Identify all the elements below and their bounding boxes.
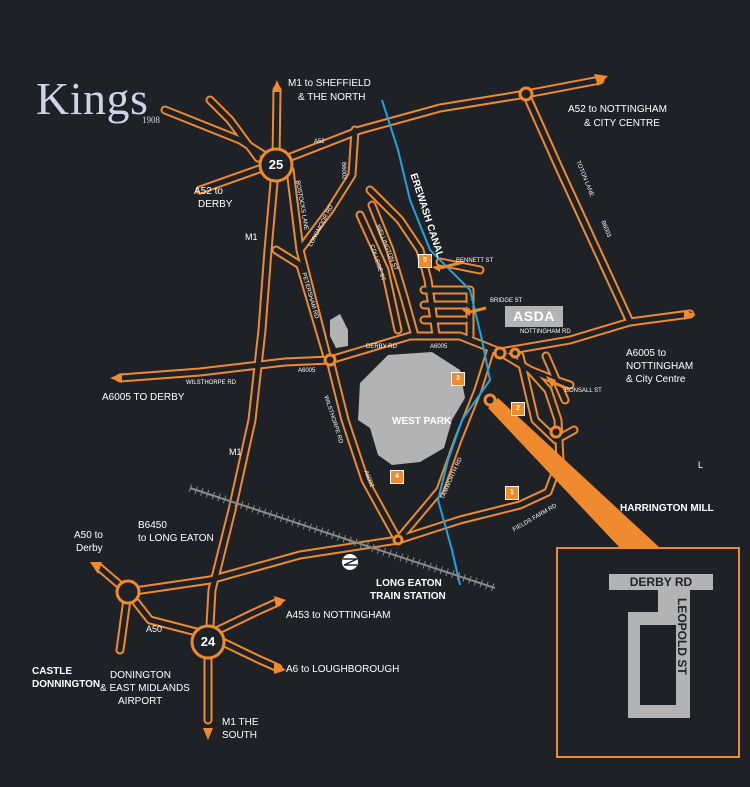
small-park-area bbox=[330, 314, 348, 348]
junction-25-roundabout bbox=[258, 147, 294, 183]
junction-25-label: 25 bbox=[268, 157, 284, 172]
a52-road-label: A52 bbox=[314, 139, 325, 145]
arrow-bonsall-icon bbox=[546, 376, 556, 388]
west-park-area bbox=[358, 352, 465, 465]
roundabout-tamworth bbox=[483, 393, 497, 407]
arrow-east-icon-a6 bbox=[274, 662, 286, 674]
marker-5: 5 bbox=[418, 254, 432, 268]
derby-label: DERBY bbox=[198, 199, 233, 210]
derby-rd-label: DERBY RD bbox=[366, 344, 397, 350]
a453-label: A453 to NOTTINGHAM bbox=[286, 610, 391, 621]
a6005-mid-label: A6005 bbox=[430, 344, 448, 350]
roundabout-nottingham-rd bbox=[493, 346, 507, 360]
inset-derby-rd: DERBY RD bbox=[609, 574, 713, 590]
south-label: SOUTH bbox=[222, 730, 257, 741]
city-centre-2-label: & City Centre bbox=[626, 374, 686, 385]
east-midlands-label: & EAST MIDLANDS bbox=[100, 683, 190, 694]
m1-label-top: M1 bbox=[245, 232, 258, 242]
bennett-st-label: BENNETT ST bbox=[456, 258, 494, 264]
arrow-left-icon-bennett bbox=[432, 265, 440, 272]
nottingham-label: NOTTINGHAM bbox=[626, 361, 694, 372]
junction-24-label: 24 bbox=[200, 634, 216, 649]
arrow-left-icon-bridge bbox=[462, 308, 470, 316]
a52-nottingham-label: A52 to NOTTINGHAM bbox=[568, 104, 667, 115]
donnington-label: DONNINGTON bbox=[32, 679, 101, 690]
roundabout-nottingham-rd-2 bbox=[509, 347, 521, 359]
the-north-label: & THE NORTH bbox=[298, 92, 366, 103]
logo-wordmark: Kings bbox=[36, 73, 149, 124]
a6005-left-label: A6005 bbox=[298, 368, 316, 374]
inset-map bbox=[628, 588, 690, 718]
callout-wedge bbox=[488, 398, 660, 548]
arrow-northeast-icon bbox=[594, 74, 608, 86]
m1-label-bottom: M1 bbox=[229, 447, 242, 457]
a52-to-label: A52 to bbox=[194, 186, 223, 197]
railway bbox=[188, 484, 497, 592]
erewash-canal bbox=[381, 99, 492, 586]
marker-4: 4 bbox=[390, 470, 404, 484]
m1-the-label: M1 THE bbox=[222, 717, 259, 728]
arrow-east-icon-a453 bbox=[274, 596, 286, 608]
to-long-eaton-label: to LONG EATON bbox=[138, 533, 214, 544]
roundabout-station bbox=[392, 534, 404, 546]
a50-label: A50 bbox=[146, 624, 163, 634]
marker-1: 1 bbox=[505, 486, 519, 500]
west-park-label: WEST PARK bbox=[392, 416, 452, 427]
a6-loughborough-label: A6 to LOUGHBOROUGH bbox=[286, 664, 400, 675]
airport-label: AIRPORT bbox=[118, 696, 163, 707]
asda-label: ASDA bbox=[505, 306, 563, 327]
a50-to-label: A50 to bbox=[74, 530, 103, 541]
arrow-northwest-icon bbox=[90, 562, 102, 574]
roundabouts bbox=[115, 86, 563, 660]
arrow-down-icon bbox=[203, 728, 213, 740]
train-station-icon bbox=[342, 554, 358, 570]
bonsall-st-label: BONSALL ST bbox=[565, 388, 602, 394]
arrow-up-icon bbox=[272, 80, 282, 92]
harrington-mill-label: HARRINGTON MILL bbox=[620, 503, 714, 514]
small-l-label: L bbox=[698, 460, 704, 470]
bridge-st-label: BRIDGE ST bbox=[490, 298, 523, 304]
city-centre-label: & CITY CENTRE bbox=[584, 118, 660, 129]
arrow-east-icon bbox=[684, 310, 696, 320]
wilsthorpe-rd-label: WILSTHORPE RD bbox=[186, 380, 237, 386]
nottingham-rd-label: NOTTINGHAM RD bbox=[520, 329, 571, 335]
roundabout-a52 bbox=[518, 86, 534, 102]
donington-label: DONINGTON bbox=[110, 670, 171, 681]
a6005-to-label: A6005 to bbox=[626, 348, 667, 359]
a6005-to-derby-label: A6005 TO DERBY bbox=[102, 392, 185, 403]
arrow-west-icon bbox=[110, 373, 122, 383]
roundabout-fields bbox=[549, 425, 563, 439]
castle-label: CASTLE bbox=[32, 666, 72, 677]
logo-year: 1908 bbox=[142, 115, 160, 125]
b6002-label: B6002 bbox=[340, 162, 347, 180]
marker-3: 3 bbox=[451, 372, 465, 386]
arrow-shafts bbox=[439, 260, 567, 390]
derby-2-label: Derby bbox=[76, 543, 103, 554]
junction-24-roundabout bbox=[190, 624, 226, 660]
m1-sheffield-label: M1 to SHEFFIELD bbox=[288, 78, 371, 89]
long-eaton-label: LONG EATON bbox=[376, 578, 442, 589]
inset-frame bbox=[556, 547, 740, 758]
roundabout-a50 bbox=[115, 579, 141, 605]
inset-leopold-st: LEOPOLD ST bbox=[675, 598, 689, 675]
kings-logo: Kings 1908 bbox=[36, 75, 172, 127]
roundabout-derby-rd bbox=[323, 353, 337, 367]
b6450-label: B6450 bbox=[138, 520, 167, 531]
train-station-label: TRAIN STATION bbox=[370, 591, 446, 602]
marker-2: 2 bbox=[511, 402, 525, 416]
direction-arrows bbox=[90, 74, 696, 740]
